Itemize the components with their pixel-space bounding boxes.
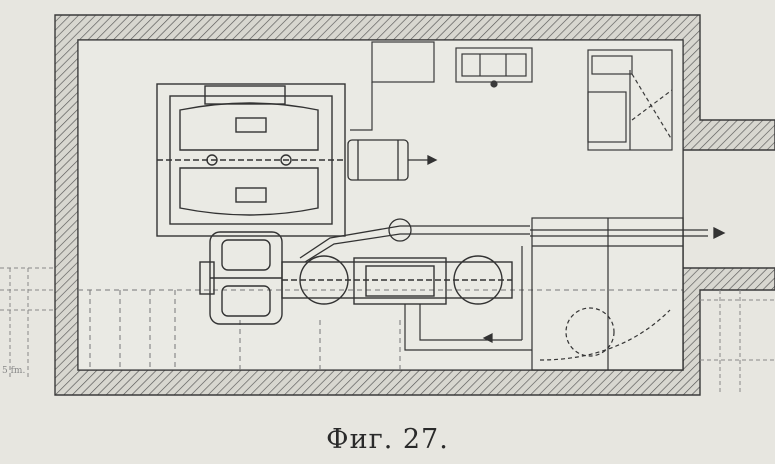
floor-plan-drawing: [0, 14, 775, 396]
figure-caption: Фиг. 27.: [326, 424, 449, 455]
margin-note: 5 fm.: [2, 366, 26, 376]
switchboard: [455, 47, 533, 88]
exciter: [347, 139, 438, 181]
interior-dashed-lines: [78, 289, 683, 370]
dynamo-machine: [156, 83, 346, 237]
crankshaft-frame: [281, 255, 513, 305]
wall-cabinet: [350, 41, 435, 131]
lower-piping: [404, 246, 532, 351]
building-wall: [54, 14, 775, 396]
stair-hatch: [587, 49, 673, 151]
steam-pipe: [299, 218, 726, 263]
condenser-room: [531, 217, 684, 371]
foundation-lines: [0, 267, 775, 395]
